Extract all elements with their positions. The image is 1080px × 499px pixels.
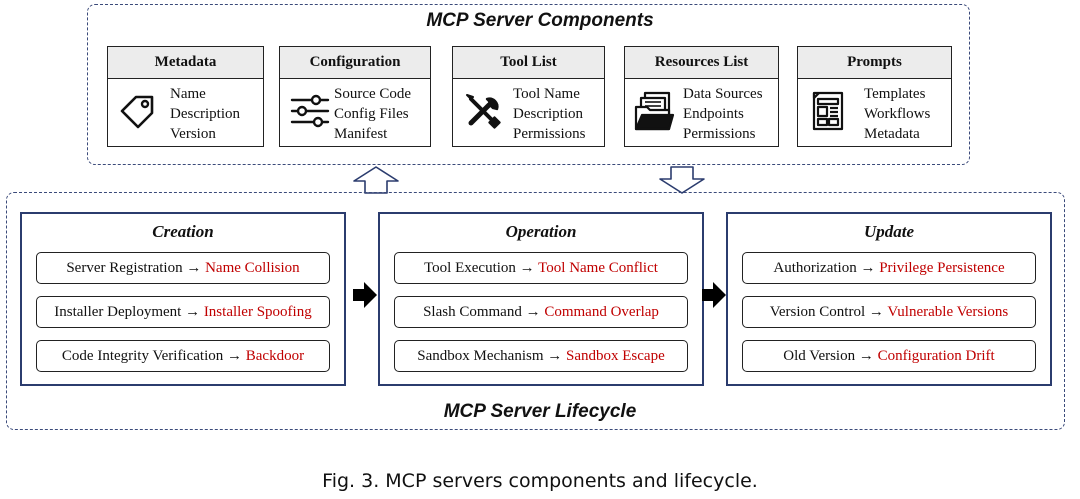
down-arrow-icon [659,166,705,194]
risk-action: Version Control [769,304,866,320]
component-line: Workflows [864,106,931,122]
component-line: Config Files [334,106,409,122]
component-line: Name [170,86,206,102]
risk-threat: Configuration Drift [877,348,995,364]
risk-item: Old Version → Configuration Drift [742,340,1036,372]
arrow-symbol: → [547,348,563,364]
risk-item: Sandbox Mechanism → Sandbox Escape [394,340,688,372]
flow-arrow-icon [702,282,726,308]
component-line: Tool Name [513,86,580,102]
risk-item: Slash Command → Command Overlap [394,296,688,328]
arrow-symbol: → [186,260,202,276]
risk-action: Installer Deployment [54,304,182,320]
component-line: Metadata [864,126,920,142]
risk-action: Slash Command [423,304,522,320]
phase-title: Creation [152,222,214,241]
arrow-symbol: → [519,260,535,276]
risk-item: Tool Execution → Tool Name Conflict [394,252,688,284]
phase-creation: Creation Server Registration → Name Coll… [20,212,346,386]
template-icon [812,91,844,131]
risk-item: Server Registration → Name Collision [36,252,330,284]
component-card-configuration: Configuration Source Code Config Files M… [279,46,431,147]
risk-threat: Installer Spoofing [203,304,312,320]
arrow-symbol: → [858,348,874,364]
phase-title: Operation [505,222,577,241]
risk-threat: Sandbox Escape [566,348,665,364]
component-line: Endpoints [683,106,744,122]
risk-item: Code Integrity Verification → Backdoor [36,340,330,372]
arrow-symbol: → [860,260,876,276]
component-header: Prompts [798,47,951,79]
component-line: Description [513,106,583,122]
component-header: Metadata [108,47,263,79]
component-line: Data Sources [683,86,763,102]
arrow-symbol: → [868,304,884,320]
risk-threat: Command Overlap [544,304,659,320]
risk-action: Tool Execution [424,260,516,276]
component-card-tool-list: Tool List Tool Name Description Permissi… [452,46,605,147]
components-group [87,4,970,165]
risk-action: Sandbox Mechanism [417,348,544,364]
risk-threat: Tool Name Conflict [538,260,658,276]
phase-operation: Operation Tool Execution → Tool Name Con… [378,212,704,386]
component-header: Configuration [280,47,430,79]
lifecycle-group [6,192,1065,430]
tools-icon [466,94,501,129]
phase-update: Update Authorization → Privilege Persist… [726,212,1052,386]
component-line: Source Code [334,86,412,102]
component-card-prompts: Prompts Templates Workflows Metadata [797,46,952,147]
component-line: Permissions [683,126,756,142]
risk-threat: Privilege Persistence [879,260,1005,276]
arrow-symbol: → [525,304,541,320]
component-line: Version [170,126,216,142]
risk-threat: Name Collision [205,260,300,276]
risk-item: Authorization → Privilege Persistence [742,252,1036,284]
tag-icon [120,95,154,129]
phase-title: Update [863,222,915,241]
risk-action: Server Registration [66,260,183,276]
folder-files-icon [634,91,675,131]
flow-arrow-icon [353,282,377,308]
risk-threat: Vulnerable Versions [887,304,1009,320]
risk-item: Installer Deployment → Installer Spoofin… [36,296,330,328]
components-title: MCP Server Components [426,10,654,31]
up-arrow-icon [353,166,399,194]
risk-action: Old Version [783,348,856,364]
risk-action: Authorization [773,260,857,276]
component-header: Resources List [625,47,778,79]
component-line: Permissions [513,126,586,142]
component-card-resources-list: Resources List Data Sources Endpoints Pe… [624,46,779,147]
component-line: Manifest [334,126,388,142]
component-line: Templates [864,86,926,102]
component-header: Tool List [453,47,604,79]
component-card-metadata: Metadata Name Description Version [107,46,264,147]
risk-threat: Backdoor [245,348,305,364]
lifecycle-title: MCP Server Lifecycle [443,401,637,422]
component-line: Description [170,106,240,122]
risk-action: Code Integrity Verification [61,348,224,364]
arrow-symbol: → [185,304,201,320]
arrow-symbol: → [227,348,243,364]
figure-caption: Fig. 3. MCP servers components and lifec… [322,470,758,492]
risk-item: Version Control → Vulnerable Versions [742,296,1036,328]
sliders-icon [290,94,330,128]
